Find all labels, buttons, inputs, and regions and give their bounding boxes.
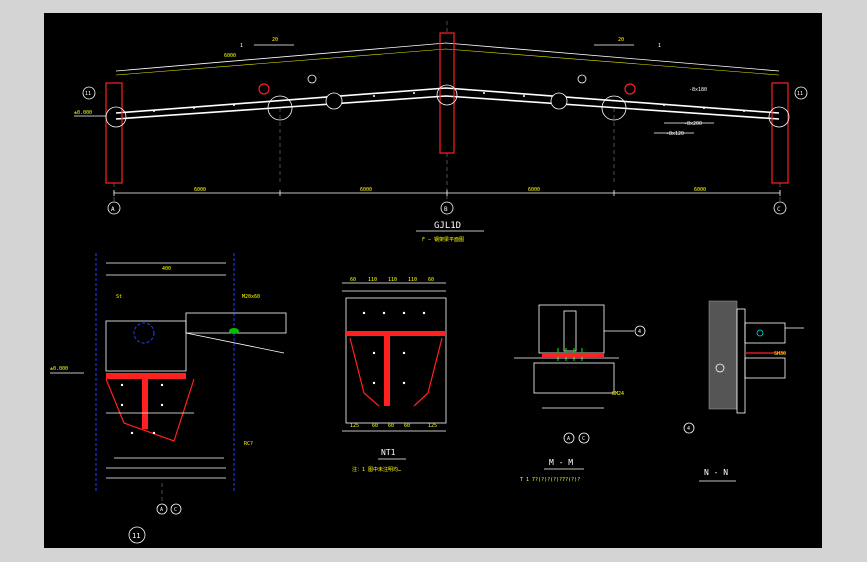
end-bubble-right xyxy=(794,86,808,100)
detail1-note: RC? xyxy=(244,441,253,447)
top-elevation: 6000 xyxy=(224,53,236,59)
slope-left-one: 1 xyxy=(240,43,243,49)
axis-bubble-a xyxy=(107,201,121,215)
splice-bubble-left xyxy=(325,92,343,110)
nt1-bottom-dim: 60 xyxy=(372,423,378,429)
end-bubble-right-label: 11 xyxy=(797,91,803,97)
axis-bubble-b xyxy=(440,201,454,215)
nn-title: N - N xyxy=(704,468,728,477)
left-level-mark: ±0.000 xyxy=(74,110,92,116)
drawing-title-note: F — 钢架梁平面图 xyxy=(422,236,464,243)
end-bubble-left-label: 11 xyxy=(85,91,91,97)
column-left xyxy=(105,82,123,184)
nt1-note: 注：1 图中未注明均… xyxy=(352,466,401,473)
drawing-title: GJL1D xyxy=(434,221,461,231)
detail1-bubble xyxy=(128,526,146,544)
section-mm: 4 8M24 A C M - M T 1 7?(?)?(?)?7?(?)? xyxy=(514,304,646,483)
mm-axis-right: 4 xyxy=(638,329,641,335)
detail1-end-plate xyxy=(105,320,187,372)
detail-nt1: 60 110 110 110 60 125 60 60 60 125 NT1 注… xyxy=(342,277,447,473)
dim-line-top xyxy=(115,42,780,72)
frame-elevation: 6000 6000 6000 6000 20 1 20 xyxy=(74,21,808,243)
nt1-bottom-dim: 60 xyxy=(388,423,394,429)
nt1-top-dim: 60 xyxy=(428,277,434,283)
detail-11: 400 St M20x60 RC? ±0.000 A C 11 xyxy=(50,253,287,544)
nt1-bottom-dim: 125 xyxy=(428,423,437,429)
roof-bottom-chord xyxy=(115,95,780,120)
nt1-top-dim: 110 xyxy=(408,277,417,283)
span-label: 6000 xyxy=(528,187,540,193)
nt1-plate xyxy=(345,297,447,424)
nt1-top-dim: 110 xyxy=(368,277,377,283)
mm-axis-c: C xyxy=(582,436,585,442)
nt1-bottom-dim: 60 xyxy=(404,423,410,429)
end-bubble-left xyxy=(82,86,96,100)
axis-label-a: A xyxy=(111,206,115,213)
axis-label-b: B xyxy=(444,206,448,213)
detail1-bubble-label: 11 xyxy=(132,532,140,540)
callout-plate-3: -8x120 xyxy=(666,131,684,137)
axis-bubble-c xyxy=(773,201,787,215)
section-nn: SH30 4 N - N xyxy=(683,300,804,482)
detail1-bolt: M20x60 xyxy=(242,294,260,300)
cad-drawing: 6000 6000 6000 6000 20 1 20 xyxy=(50,21,808,544)
column-right xyxy=(771,82,789,184)
nn-annotation: SH30 xyxy=(774,351,786,357)
detail1-axis-a: A xyxy=(160,507,163,513)
mm-annotation: 8M24 xyxy=(612,391,624,397)
callout-plate-1: -8x180 xyxy=(689,87,707,93)
callout-plate-2: -8x200 xyxy=(684,121,702,127)
span-label: 6000 xyxy=(360,187,372,193)
mm-axis-a: A xyxy=(567,436,570,442)
splice-bubble-right xyxy=(550,92,568,110)
span-label: 6000 xyxy=(694,187,706,193)
axis-label-c: C xyxy=(777,206,781,213)
nt1-top-dim: 60 xyxy=(350,277,356,283)
nt1-top-dim: 110 xyxy=(388,277,397,283)
detail1-label-st: St xyxy=(116,294,122,300)
nt1-bottom-dim: 125 xyxy=(350,423,359,429)
detail1-elev: ±0.000 xyxy=(50,366,68,372)
detail1-axis-c: C xyxy=(174,507,177,513)
slope-right-one: 1 xyxy=(658,43,661,49)
mm-title: M - M xyxy=(549,458,573,467)
slope-right: 20 xyxy=(618,37,624,43)
column-center xyxy=(439,32,455,154)
cad-viewport[interactable]: 6000 6000 6000 6000 20 1 20 xyxy=(44,13,822,548)
roof-top-chord xyxy=(115,87,780,114)
nt1-title: NT1 xyxy=(381,448,396,457)
nn-axis: 4 xyxy=(687,426,690,432)
mm-note: T 1 7?(?)?(?)?7?(?)? xyxy=(520,477,580,483)
slope-left: 20 xyxy=(272,37,278,43)
span-label: 6000 xyxy=(194,187,206,193)
detail1-dim-top: 400 xyxy=(162,266,171,272)
